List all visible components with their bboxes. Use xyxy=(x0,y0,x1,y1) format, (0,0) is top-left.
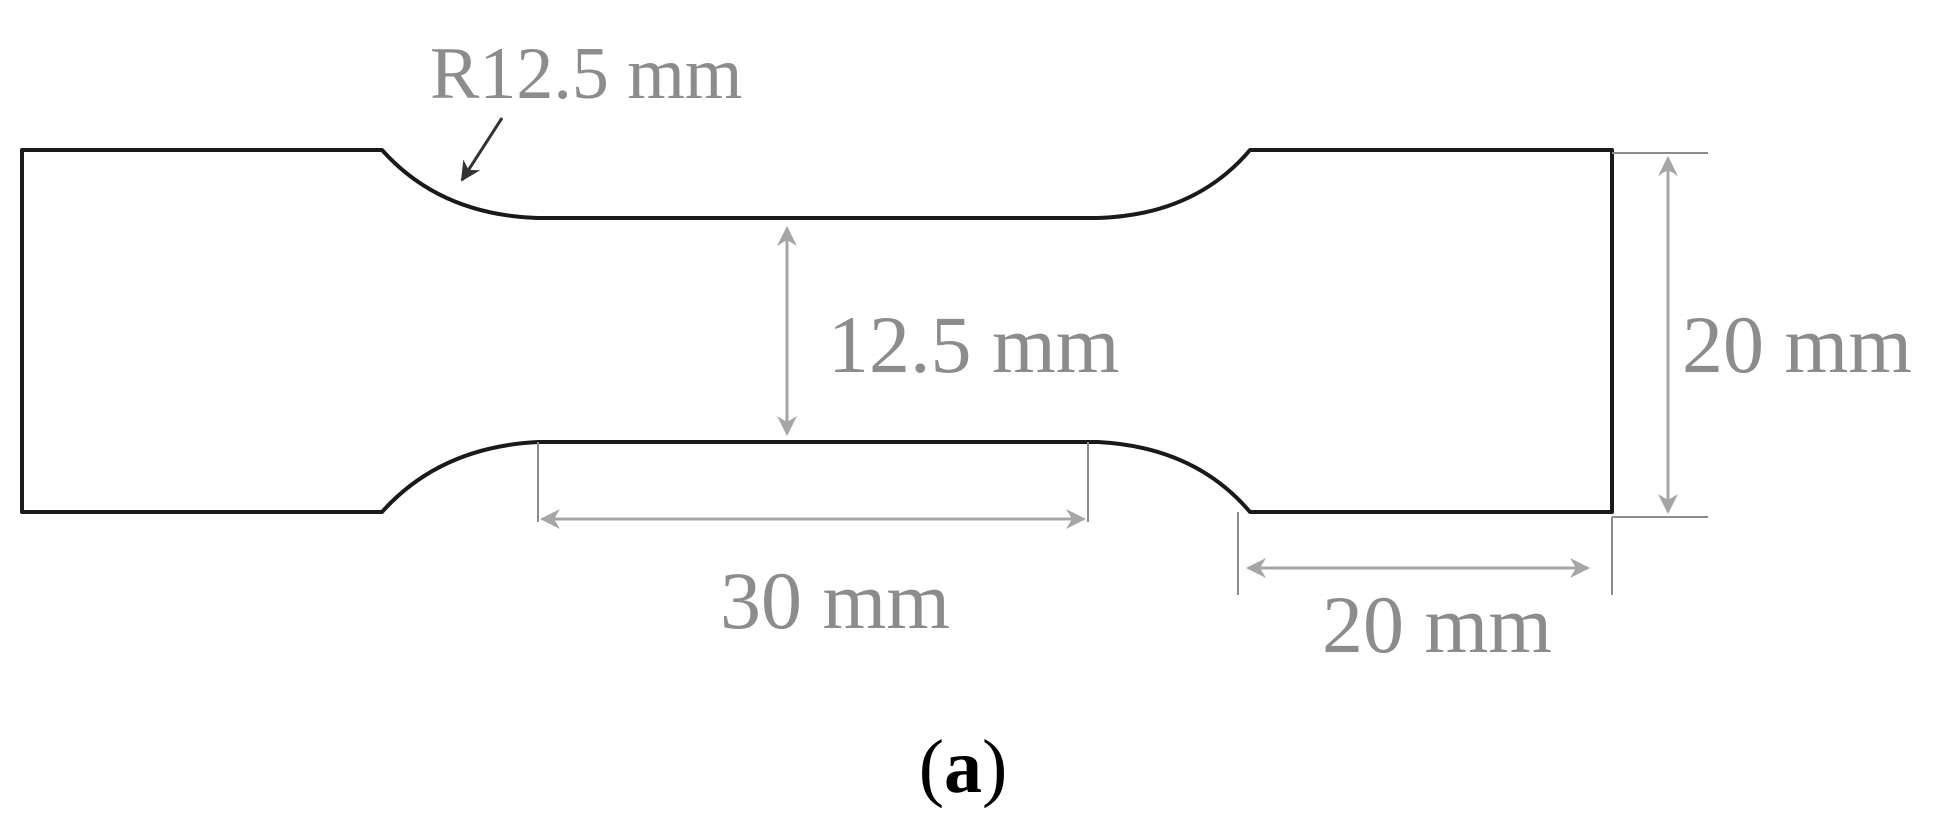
gauge-width-label: 12.5 mm xyxy=(828,299,1120,390)
radius-label: R12.5 mm xyxy=(430,33,742,115)
caption-open-paren: ( xyxy=(919,725,944,809)
specimen-outline xyxy=(20,148,1614,514)
grip-width-label: 20 mm xyxy=(1682,299,1912,390)
figure-caption: (a) xyxy=(919,725,1008,809)
grip-length-label: 20 mm xyxy=(1322,579,1552,670)
caption-letter: a xyxy=(944,725,982,809)
radius-leader-arrow xyxy=(460,117,504,182)
caption-close-paren: ) xyxy=(982,725,1007,809)
gauge-length-label: 30 mm xyxy=(720,555,950,646)
